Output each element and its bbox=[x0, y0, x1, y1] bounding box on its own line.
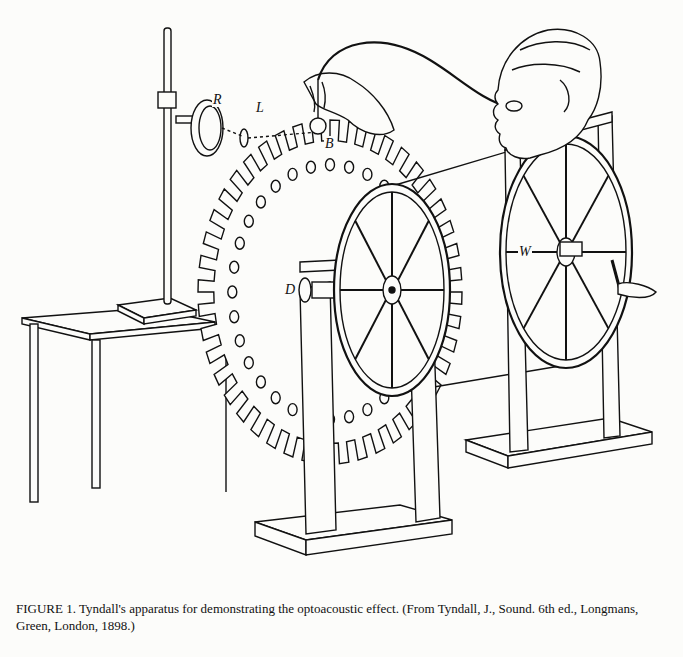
disk-hole bbox=[288, 168, 297, 180]
wheel-spoke bbox=[565, 144, 567, 243]
wheel-spoke bbox=[355, 296, 388, 359]
wheel-spoke bbox=[340, 289, 386, 291]
figure-caption: FIGURE 1. Tyndall's apparatus for demons… bbox=[16, 600, 666, 634]
wheel-axle bbox=[389, 287, 395, 293]
callout-letter: B bbox=[324, 136, 335, 151]
disk-hole bbox=[235, 335, 244, 347]
disk-hole bbox=[288, 404, 297, 416]
disk-hole bbox=[326, 159, 335, 171]
disk-hole bbox=[230, 261, 239, 273]
wheel-spoke bbox=[396, 296, 429, 359]
disk-hole bbox=[345, 161, 354, 173]
wheel-spoke bbox=[355, 221, 388, 284]
wheel-hub bbox=[383, 276, 401, 304]
wheel-spoke bbox=[506, 251, 560, 253]
lens bbox=[222, 128, 318, 147]
disk-hole bbox=[345, 411, 354, 423]
wheel-spoke bbox=[524, 176, 562, 246]
hand-with-flask bbox=[304, 73, 394, 135]
disk-hole bbox=[256, 196, 265, 208]
disk-hole bbox=[230, 311, 239, 323]
wheel-spoke bbox=[398, 289, 444, 291]
disk-hole bbox=[228, 286, 237, 298]
wheel-rim bbox=[334, 184, 450, 396]
callout-letter: L bbox=[255, 100, 265, 115]
retort-stand bbox=[118, 28, 196, 324]
callout-letter: D bbox=[284, 282, 296, 297]
mirror-rim bbox=[199, 106, 221, 150]
callout-letter: W bbox=[518, 244, 532, 259]
disk-hole bbox=[271, 392, 280, 404]
disk-hole bbox=[271, 180, 280, 192]
listener-head bbox=[494, 29, 602, 158]
disk-hole bbox=[363, 404, 372, 416]
disk-hole bbox=[363, 168, 372, 180]
wheel-spoke bbox=[570, 258, 608, 328]
disk-hole bbox=[244, 215, 253, 227]
hearing-tube bbox=[318, 43, 512, 108]
wheel-spoke bbox=[396, 221, 429, 284]
crank-handle bbox=[560, 242, 656, 298]
wheel-spoke bbox=[570, 176, 608, 246]
wheel-spoke bbox=[565, 261, 567, 360]
callout-letter: R bbox=[212, 92, 223, 107]
disk-hole bbox=[256, 376, 265, 388]
table bbox=[22, 308, 226, 502]
wheel-inner-rim bbox=[340, 192, 444, 388]
disk-hole bbox=[244, 357, 253, 369]
wheel-spoke bbox=[524, 258, 562, 328]
disk-hole bbox=[306, 161, 315, 173]
disk-hole bbox=[235, 237, 244, 249]
flywheel bbox=[500, 136, 632, 368]
concave-mirror bbox=[191, 100, 223, 156]
wheel-spoke bbox=[391, 192, 393, 281]
wheel-inner-rim bbox=[506, 144, 626, 360]
driving-wheel bbox=[334, 184, 450, 396]
wheel-rim bbox=[500, 136, 632, 368]
wheel-spoke bbox=[391, 299, 393, 388]
